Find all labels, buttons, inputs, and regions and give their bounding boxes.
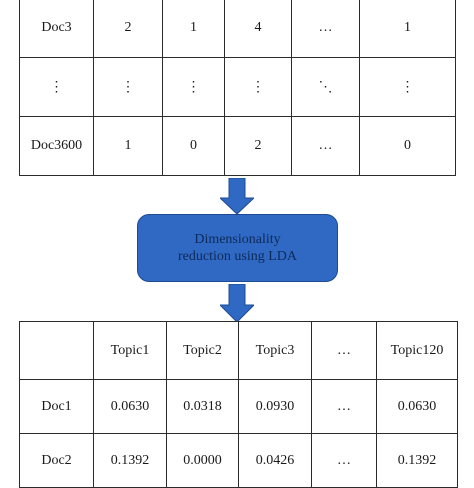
- table-cell: 0: [359, 116, 456, 176]
- table-row: Doc3600 1 0 2 … 0: [19, 116, 456, 176]
- table-cell: 0.0000: [166, 433, 239, 488]
- table-cell: 0.1392: [93, 433, 167, 488]
- row-label: Doc1: [19, 379, 94, 434]
- table-cell: 2: [224, 116, 292, 176]
- table-cell: 0.0930: [238, 379, 312, 434]
- table-row: Doc3 2 1 4 … 1: [19, 0, 456, 58]
- table-cell: 0.0630: [93, 379, 167, 434]
- row-label: Doc2: [19, 433, 94, 488]
- table-header-row: Topic1 Topic2 Topic3 … Topic120: [19, 321, 458, 380]
- table-cell: 0.0630: [376, 379, 458, 434]
- table-cell: 0.1392: [376, 433, 458, 488]
- table-row: Doc1 0.0630 0.0318 0.0930 … 0.0630: [19, 379, 458, 434]
- table-cell: 0: [162, 116, 225, 176]
- process-label-line2: reduction using LDA: [178, 249, 297, 264]
- process-label-line1: Dimensionality: [194, 232, 281, 247]
- row-label: Doc3600: [19, 116, 94, 176]
- table-cell: 0.0426: [238, 433, 312, 488]
- document-topic-matrix: Topic1 Topic2 Topic3 … Topic120 Doc1 0.0…: [19, 321, 458, 488]
- table-row: ⋮ ⋮ ⋮ ⋮ ⋱ ⋮: [19, 57, 456, 117]
- down-arrow-icon: [220, 178, 254, 214]
- table-cell: ⋱: [291, 57, 360, 117]
- down-arrow-icon: [220, 284, 254, 322]
- row-label: Doc3: [19, 0, 94, 58]
- table-cell: 2: [93, 0, 163, 58]
- table-cell: …: [291, 0, 360, 58]
- table-cell: …: [291, 116, 360, 176]
- table-cell: 1: [162, 0, 225, 58]
- column-header: Topic2: [166, 321, 239, 380]
- column-header: Topic1: [93, 321, 167, 380]
- table-cell: 0.0318: [166, 379, 239, 434]
- table-cell: 4: [224, 0, 292, 58]
- table-cell: 1: [359, 0, 456, 58]
- table-cell: ⋮: [359, 57, 456, 117]
- table-cell: 1: [93, 116, 163, 176]
- column-header: Topic3: [238, 321, 312, 380]
- table-cell: ⋮: [162, 57, 225, 117]
- column-header: …: [311, 321, 377, 380]
- corner-cell: [19, 321, 94, 380]
- table-cell: ⋮: [93, 57, 163, 117]
- lda-process-box: Dimensionality reduction using LDA: [137, 214, 338, 282]
- term-document-matrix: Doc3 2 1 4 … 1 ⋮ ⋮ ⋮ ⋮ ⋱ ⋮ Doc3600 1 0 2…: [19, 0, 456, 176]
- table-cell: …: [311, 379, 377, 434]
- table-cell: …: [311, 433, 377, 488]
- table-cell: ⋮: [224, 57, 292, 117]
- column-header: Topic120: [376, 321, 458, 380]
- table-row: Doc2 0.1392 0.0000 0.0426 … 0.1392: [19, 433, 458, 488]
- row-label: ⋮: [19, 57, 94, 117]
